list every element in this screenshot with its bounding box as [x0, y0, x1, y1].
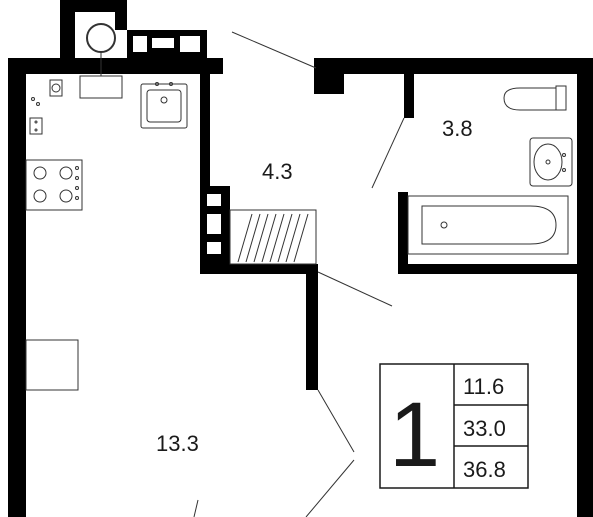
valve-box-icon	[49, 79, 63, 97]
faucet-dot	[155, 82, 159, 86]
bathroom-left-wall	[404, 74, 414, 118]
kitchen-top-wall	[8, 58, 223, 74]
stove-burner-icon	[33, 189, 47, 203]
washbasin-tap	[562, 153, 566, 157]
stove-knob-icon	[75, 186, 79, 190]
outer-left-wall	[8, 58, 26, 517]
wardrobe-hatch	[277, 213, 293, 263]
stove-burner-icon	[59, 166, 73, 180]
stove-knob-icon	[75, 166, 79, 170]
area-legend: 1 11.6 33.0 36.8	[379, 363, 529, 489]
faucet-dot	[169, 82, 173, 86]
wardrobe-hatch	[253, 213, 269, 263]
partition-gap-c	[207, 242, 221, 254]
fridge-icon	[25, 339, 79, 391]
door-swings	[193, 31, 405, 517]
stove-knob-icon	[75, 176, 79, 180]
bathtub-drain	[440, 221, 448, 229]
kitchen-sink-icon	[140, 83, 188, 129]
washbasin-icon	[529, 137, 573, 187]
partition-gap-a	[207, 194, 221, 206]
stove-icon	[25, 159, 83, 211]
living-area-value: 11.6	[463, 374, 504, 399]
bathtub-inner	[421, 205, 557, 245]
outlet-dot-icon	[31, 97, 35, 101]
bathtub-icon	[407, 195, 569, 255]
room-count-label: 1	[389, 384, 440, 486]
socket-dot	[34, 128, 38, 132]
wardrobe-hatch	[261, 213, 277, 263]
wardrobe-hatch	[293, 213, 309, 263]
valve-icon	[51, 83, 61, 93]
bathroom-fixtures	[407, 85, 573, 255]
top-window-inner-2	[152, 38, 174, 48]
entrance-door-line	[231, 31, 317, 69]
living-door-line-b	[317, 389, 355, 453]
shaft-wall-top	[60, 0, 127, 12]
wardrobe-hatch	[237, 213, 253, 263]
kitchen-partition-upper	[200, 58, 210, 188]
outer-right-wall	[577, 58, 593, 517]
washbasin-bowl	[533, 143, 563, 181]
kitchen-sink-drain	[160, 96, 168, 104]
top-window-inner	[133, 36, 147, 52]
partition-gap-b	[207, 214, 221, 234]
outlet-dot-icon	[36, 102, 40, 106]
bathroom-top-wall	[314, 58, 593, 74]
socket-icon	[29, 117, 43, 135]
boiler-stand-icon	[79, 75, 123, 99]
bathroom-left-wall-lower	[398, 192, 408, 272]
stove-burner-icon	[33, 166, 47, 180]
top-window-inner-3	[180, 36, 200, 52]
washbasin-tap	[562, 168, 566, 172]
wardrobe-hatch	[269, 213, 285, 263]
boiler-icon	[86, 23, 116, 53]
stove-burner-icon	[59, 189, 73, 203]
toilet-bowl-icon	[503, 87, 556, 111]
bathroom-door-line	[371, 117, 405, 189]
living-door-line-a	[317, 271, 393, 307]
total-area-value: 33.0	[463, 416, 506, 441]
living-partition	[306, 264, 318, 390]
wardrobe-hatch	[245, 213, 261, 263]
wardrobe	[229, 209, 317, 265]
wardrobe-hatch	[285, 213, 301, 263]
stove-knob-icon	[75, 196, 79, 200]
wardrobe-outline	[229, 209, 317, 265]
living-door-line-d	[193, 499, 199, 517]
hallway-area-label: 4.3	[262, 159, 293, 184]
hallway-bottom-wall	[200, 264, 318, 274]
kitchen-living-area-label: 13.3	[156, 431, 199, 456]
toilet-tank-icon	[555, 85, 567, 111]
washbasin-drain	[545, 159, 551, 165]
kitchen-fixtures	[25, 23, 188, 391]
shaft-wall-left	[60, 0, 75, 58]
living-door-line-c	[305, 459, 355, 517]
walls	[8, 0, 593, 517]
bathroom-area-label: 3.8	[442, 116, 473, 141]
kitchen-sink-basin	[146, 89, 182, 123]
bathroom-bottom-wall	[398, 264, 593, 274]
socket-dot	[34, 120, 38, 124]
total-area-with-balcony-value: 36.8	[463, 457, 506, 482]
